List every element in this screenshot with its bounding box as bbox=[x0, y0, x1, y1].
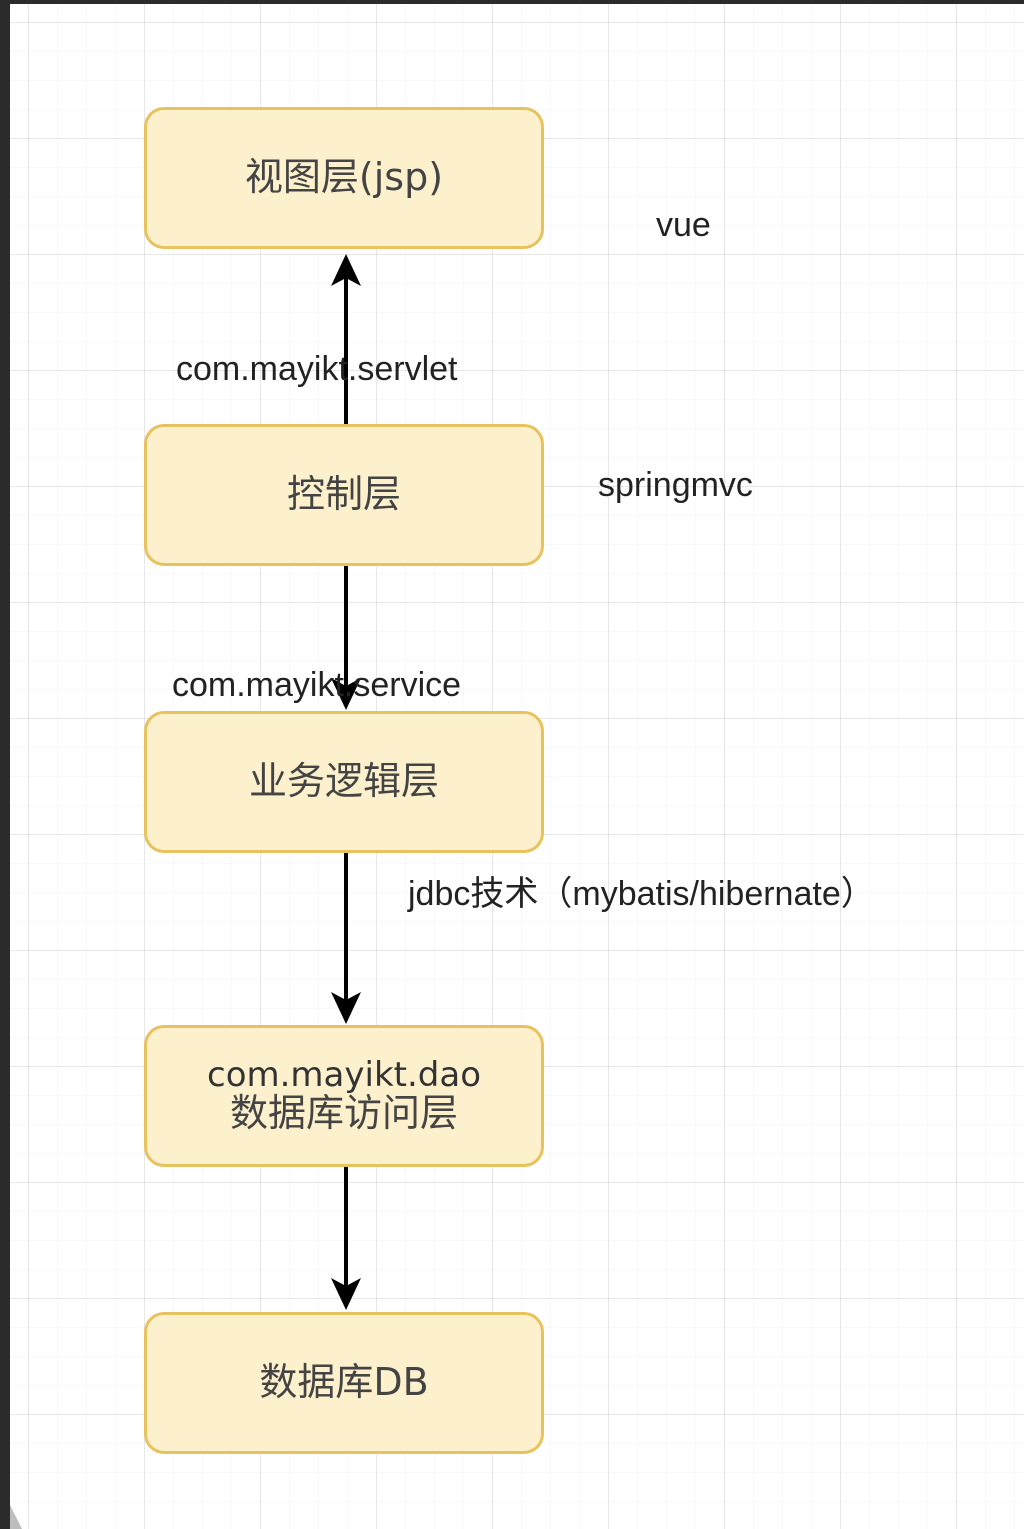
diagram-canvas: 视图层(jsp) 控制层 业务逻辑层 com.mayikt.dao 数据库访问层… bbox=[10, 4, 1024, 1529]
dao-layer-label: 数据库访问层 bbox=[229, 1090, 458, 1135]
service-layer-label: 业务逻辑层 bbox=[248, 759, 439, 804]
service-layer-node: 业务逻辑层 bbox=[144, 711, 544, 853]
control-layer-node: 控制层 bbox=[144, 424, 544, 566]
dao-layer-node: com.mayikt.dao 数据库访问层 bbox=[144, 1025, 544, 1167]
database-node: 数据库DB bbox=[144, 1312, 544, 1454]
database-label: 数据库DB bbox=[259, 1360, 429, 1405]
arrow-control-to-view bbox=[331, 254, 361, 424]
corner-mark-decoration bbox=[10, 1505, 22, 1529]
edge-label-jdbc: jdbc技术（mybatis/hibernate） bbox=[408, 875, 875, 913]
edge-label-service: com.mayikt.service bbox=[172, 666, 462, 704]
view-layer-node: 视图层(jsp) bbox=[144, 107, 544, 249]
side-note-springmvc: springmvc bbox=[598, 466, 753, 504]
control-layer-label: 控制层 bbox=[286, 472, 401, 517]
dao-package-label: com.mayikt.dao bbox=[207, 1055, 481, 1096]
side-note-vue: vue bbox=[656, 206, 711, 244]
edge-label-servlet: com.mayikt.servlet bbox=[176, 350, 458, 388]
arrow-dao-to-db bbox=[331, 1167, 361, 1310]
view-layer-label: 视图层(jsp) bbox=[244, 155, 444, 200]
arrow-service-to-dao bbox=[331, 853, 361, 1024]
